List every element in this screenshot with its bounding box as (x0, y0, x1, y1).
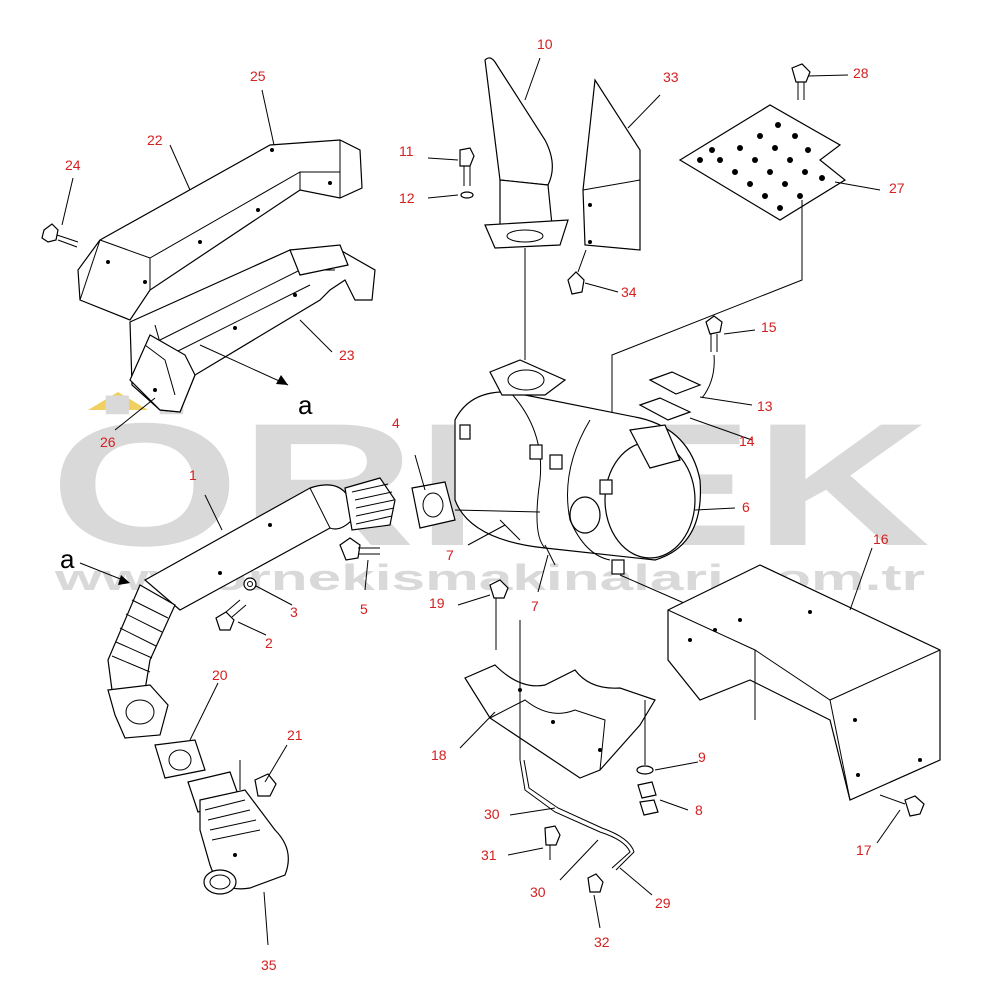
gasket-4-part (411, 481, 456, 529)
callout-5: 5 (360, 601, 368, 617)
callout-21: 21 (287, 727, 303, 743)
callout-15: 15 (761, 319, 777, 335)
elbow-35-part (187, 760, 289, 895)
callout-16: 16 (873, 531, 889, 547)
callout-10: 10 (537, 36, 553, 52)
callout-29: 29 (655, 895, 671, 911)
callout-33: 33 (663, 69, 679, 85)
bellows-right (344, 477, 396, 531)
callout-18: 18 (431, 747, 447, 763)
callout-2: 2 (265, 635, 273, 651)
callout-7b: 7 (531, 598, 539, 614)
callout-3: 3 (290, 604, 298, 620)
upper-duct-cover-part (77, 139, 363, 321)
callout-26: 26 (100, 434, 116, 450)
support-bracket-18-part (464, 579, 656, 779)
callout-24: 24 (65, 157, 81, 173)
exhaust-stack-10-part (459, 57, 569, 360)
callout-9: 9 (698, 749, 706, 765)
muffler-6-part (454, 359, 702, 611)
callout-32: 32 (594, 934, 610, 950)
callout-8: 8 (695, 802, 703, 818)
callout-30b: 30 (530, 884, 546, 900)
gasket-20-part (154, 739, 206, 779)
callout-7a: 7 (446, 547, 454, 563)
callout-31: 31 (481, 847, 497, 863)
callout-labels: 1 2 3 4 5 6 7 7 8 9 10 11 12 13 14 15 16… (65, 36, 905, 973)
callout-19: 19 (429, 595, 445, 611)
stack-cover-33-part (567, 78, 641, 295)
callout-17: 17 (856, 842, 872, 858)
callout-27: 27 (889, 180, 905, 196)
callout-20: 20 (212, 667, 228, 683)
nuts-8-9-part (636, 700, 659, 816)
perforated-plate-27-part (611, 63, 847, 420)
bellows-left (107, 584, 176, 691)
heat-guard-16-part (667, 564, 941, 817)
callout-23: 23 (339, 347, 355, 363)
callout-34: 34 (621, 284, 637, 300)
callout-14: 14 (739, 433, 755, 449)
callout-35: 35 (261, 957, 277, 973)
small-fasteners (215, 537, 380, 631)
tie-rod-29-part (519, 620, 635, 893)
gaskets-13-14-part (638, 315, 723, 421)
watermark-accent-mark (88, 392, 148, 410)
callout-11: 11 (399, 143, 414, 159)
plate-holes (697, 122, 825, 211)
callout-13: 13 (757, 398, 773, 414)
reference-mark-a-top: a (298, 390, 313, 420)
callout-1: 1 (189, 467, 197, 483)
intake-pipe-part (107, 477, 396, 739)
callout-6: 6 (742, 499, 750, 515)
lower-duct-part (129, 244, 376, 413)
callout-28: 28 (853, 65, 869, 81)
callout-4: 4 (392, 415, 400, 431)
callout-25: 25 (250, 68, 266, 84)
reference-mark-a-left: a (60, 544, 75, 574)
leader-lines (61, 57, 901, 946)
callout-30a: 30 (484, 806, 500, 822)
callout-22: 22 (147, 132, 163, 148)
callout-12: 12 (399, 190, 415, 206)
bolt-24-part (41, 223, 79, 248)
